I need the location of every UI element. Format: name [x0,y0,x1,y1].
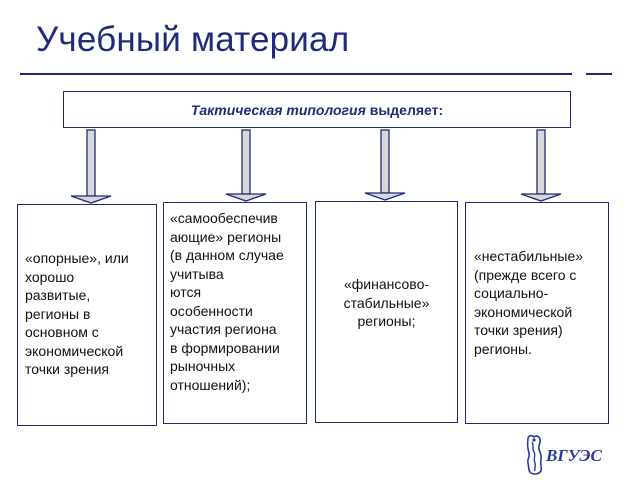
category-text-unstable: «нестабильные» (прежде всего с социально… [474,248,584,357]
category-box-self-sufficient: «самообеспечив ающие» регионы (в данном … [163,202,307,424]
logo-emblem-icon [526,434,543,475]
title-underline [20,73,572,75]
title-underline-end [586,73,612,75]
header-rest-text: выделяет: [365,101,444,118]
arrow-2 [225,129,267,202]
arrow-3 [364,129,406,201]
university-logo: ВГУЭС [526,434,603,475]
category-box-financially-stable: «финансово- стабильные» регионы; [315,201,458,423]
category-text-supporting: «опорные», или хорошо развитые, регионы … [25,250,129,377]
category-box-supporting: «опорные», или хорошо развитые, регионы … [17,204,157,426]
header-italic-text: Тактическая типология [190,101,366,118]
arrow-4 [520,129,562,202]
category-box-unstable: «нестабильные» (прежде всего с социально… [465,202,609,424]
arrow-1 [70,129,112,204]
logo-wordmark: ВГУЭС [545,446,603,465]
typology-header-box: Тактическая типология выделяет: [63,91,571,128]
category-text-financially-stable: «финансово- стабильные» регионы; [343,276,430,330]
slide-title: Учебный материал [36,20,350,59]
category-text-self-sufficient: «самообеспечив ающие» регионы (в данном … [170,210,284,393]
